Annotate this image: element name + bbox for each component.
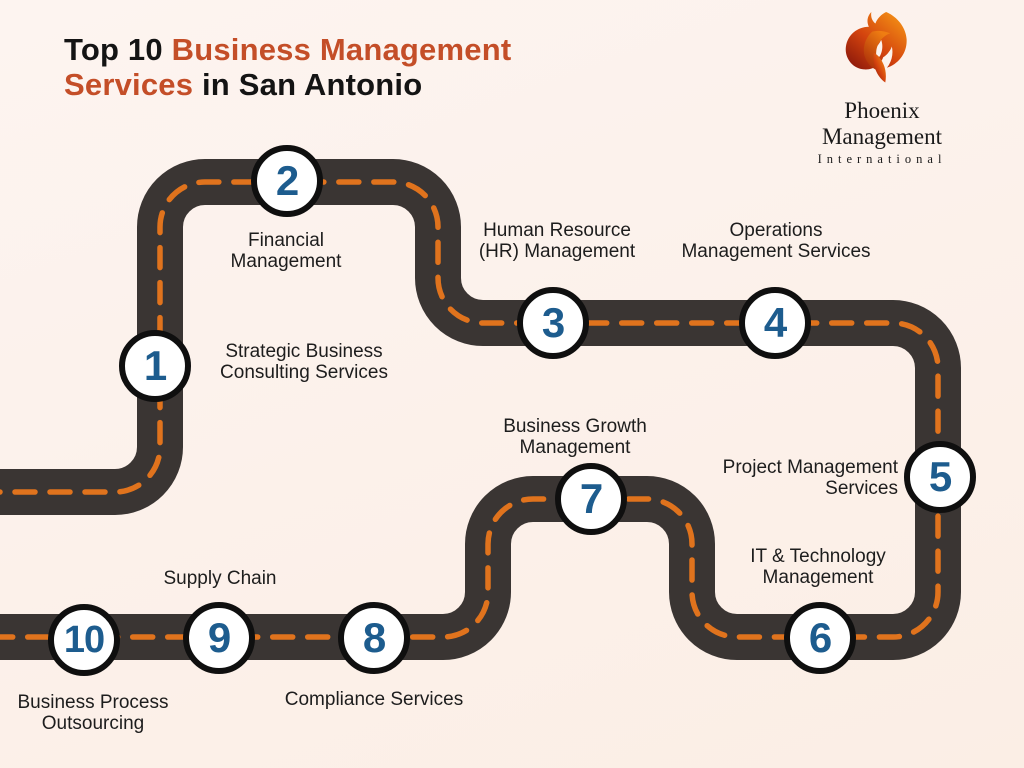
stop-7-number: 7 [579, 475, 603, 522]
stop-4-number: 4 [763, 299, 787, 346]
stop-3-label: Human Resource (HR) Management [478, 220, 636, 262]
stop-5-circle: 5 [904, 441, 976, 513]
stop-10-circle: 10 [48, 604, 120, 676]
title-top10: Top 10 [64, 32, 172, 67]
stop-1-number: 1 [143, 342, 167, 389]
title-business-management: Business Management [171, 32, 512, 67]
stop-3-circle: 3 [517, 287, 589, 359]
stop-9-label: Supply Chain [163, 568, 277, 589]
stop-6-number: 6 [808, 614, 832, 661]
page-title: Top 10 Business Management Services in S… [64, 32, 511, 102]
stop-2-number: 2 [275, 157, 299, 204]
stop-9-number: 9 [207, 614, 231, 661]
stop-10-number: 10 [63, 619, 105, 661]
title-in-san-antonio: in San Antonio [201, 67, 423, 102]
stop-6-label: IT & Technology Management [750, 546, 886, 588]
stop-3-number: 3 [541, 299, 565, 346]
stop-4-label: Operations Management Services [681, 220, 871, 262]
stop-2-label: Financial Management [230, 230, 342, 272]
company-logo: Phoenix Management International [782, 10, 982, 167]
logo-company-subtitle: International [817, 152, 947, 166]
stop-6-circle: 6 [784, 602, 856, 674]
stop-10-label: Business Process Outsourcing [17, 692, 169, 734]
stop-5-label: Project Management Services [722, 457, 898, 499]
stop-9-circle: 9 [183, 602, 255, 674]
stop-8-number: 8 [362, 614, 386, 661]
phoenix-flame-icon [845, 12, 907, 83]
stop-7-label: Business Growth Management [503, 416, 647, 458]
stop-5-number: 5 [928, 453, 952, 500]
stop-1-label: Strategic Business Consulting Services [220, 341, 388, 383]
stop-8-label: Compliance Services [284, 689, 464, 710]
title-services: Services [64, 67, 202, 102]
stop-4-circle: 4 [739, 287, 811, 359]
stop-8-circle: 8 [338, 602, 410, 674]
stop-2-circle: 2 [251, 145, 323, 217]
stop-7-circle: 7 [555, 463, 627, 535]
logo-company-name: Phoenix Management [821, 98, 943, 149]
stop-1-circle: 1 [119, 330, 191, 402]
